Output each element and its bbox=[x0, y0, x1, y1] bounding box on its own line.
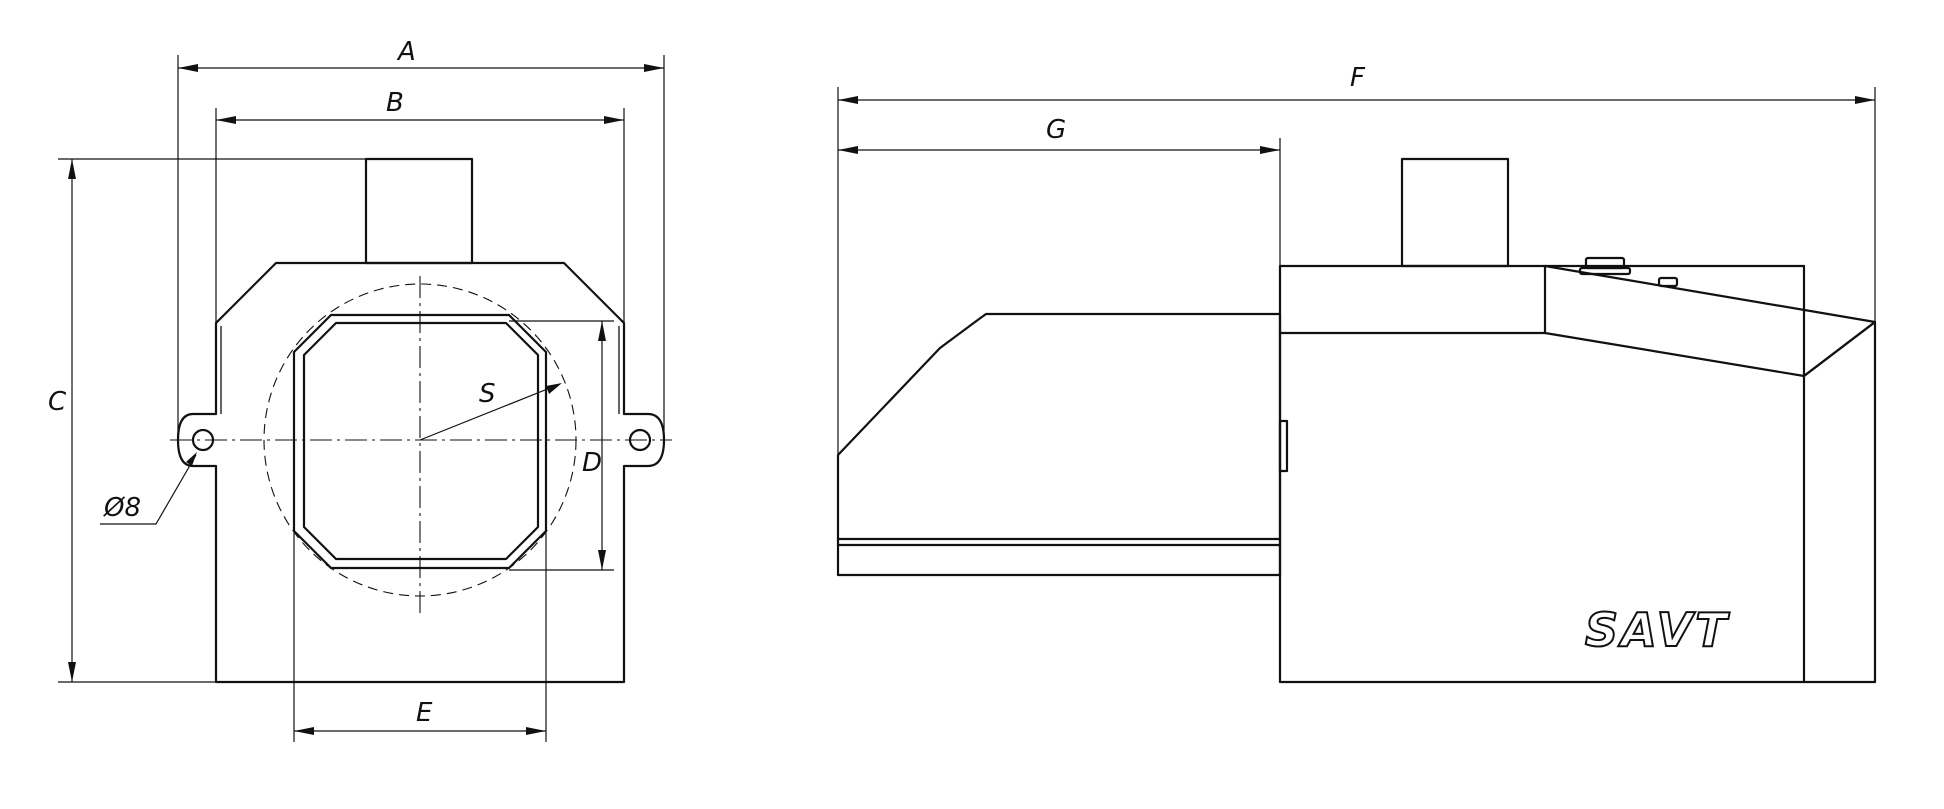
label-f: F bbox=[1350, 63, 1366, 93]
dim-f-arrow-right bbox=[1855, 96, 1875, 104]
side-top-knob-1-base bbox=[1578, 266, 1632, 276]
label-hole-diameter: Ø8 bbox=[103, 493, 141, 523]
side-rear-panel bbox=[1802, 320, 1877, 684]
hole-leader-line bbox=[100, 454, 197, 525]
label-e: E bbox=[416, 698, 433, 728]
dim-g-arrow-left bbox=[838, 146, 858, 154]
dim-a-arrow-left bbox=[178, 64, 198, 72]
side-small-fitting bbox=[1278, 419, 1289, 473]
front-top-tube bbox=[364, 157, 474, 265]
dim-c-arrow-top bbox=[68, 159, 76, 179]
side-feed-tube bbox=[836, 312, 1282, 577]
side-dimensions bbox=[837, 87, 1876, 455]
front-opening-inner bbox=[302, 321, 540, 561]
label-g: G bbox=[1046, 115, 1066, 145]
dim-d-arrow-bottom bbox=[598, 550, 606, 570]
s-radius-arrow bbox=[546, 383, 562, 394]
s-radius-line bbox=[419, 383, 561, 441]
dim-g-arrow-right bbox=[1260, 146, 1280, 154]
dim-c-arrow-bottom bbox=[68, 662, 76, 682]
side-top-tube bbox=[1400, 157, 1510, 268]
label-d: D bbox=[582, 448, 602, 478]
label-b: B bbox=[386, 88, 404, 118]
front-dimensions bbox=[58, 55, 665, 742]
label-a: A bbox=[396, 37, 416, 67]
side-main-housing bbox=[1278, 264, 1806, 684]
hole-leader-arrow bbox=[186, 452, 197, 466]
dim-a-arrow-right bbox=[644, 64, 664, 72]
dim-e-arrow-right bbox=[526, 727, 546, 735]
front-body-outline bbox=[176, 261, 666, 684]
dim-d-arrow-top bbox=[598, 321, 606, 341]
front-view bbox=[100, 157, 672, 684]
dim-b-arrow-right bbox=[604, 116, 624, 124]
front-opening-outer bbox=[292, 313, 548, 570]
side-top-knob-2 bbox=[1657, 276, 1679, 288]
label-s: S bbox=[479, 379, 496, 409]
label-c: C bbox=[48, 387, 67, 417]
brand-logo: SAVT bbox=[1585, 603, 1730, 657]
dim-b-arrow-left bbox=[216, 116, 236, 124]
dim-f-arrow-left bbox=[838, 96, 858, 104]
dim-e-arrow-left bbox=[294, 727, 314, 735]
side-view bbox=[836, 157, 1877, 684]
